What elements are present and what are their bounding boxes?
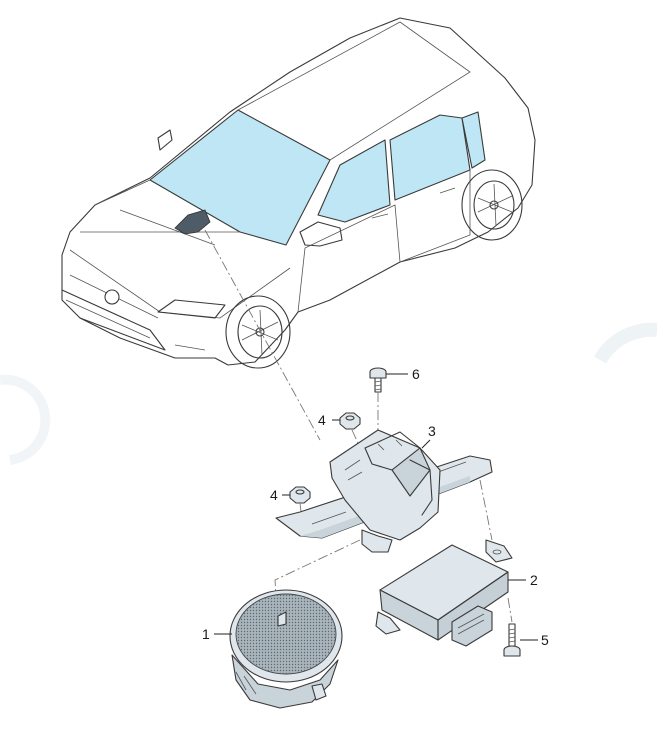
callout-3: 3 <box>428 423 436 439</box>
background-arcs <box>0 322 657 465</box>
horn-1 <box>229 589 343 709</box>
callout-5: 5 <box>541 632 549 648</box>
bolt-5 <box>503 623 521 657</box>
control-module-2 <box>375 539 513 647</box>
leader-car-to-bracket <box>204 229 321 441</box>
rear-wheel <box>461 169 523 241</box>
callout-2: 2 <box>530 572 538 588</box>
callout-4-upper: 4 <box>318 412 326 428</box>
leader-bracket-module <box>479 479 493 541</box>
location-marker <box>174 209 211 235</box>
leader-bracket-horn <box>274 539 361 626</box>
nut-4-upper <box>339 412 361 430</box>
callout-1: 1 <box>202 626 210 642</box>
nut-4-lower <box>289 486 311 504</box>
leader-module-bolt5 <box>507 597 513 623</box>
callout-6: 6 <box>412 366 420 382</box>
callout-4-lower: 4 <box>270 487 278 503</box>
callout-labels: 6 4 3 4 2 1 5 <box>202 366 549 648</box>
car-illustration <box>61 17 536 369</box>
bracket-3 <box>275 429 493 553</box>
bolt-6 <box>369 367 387 393</box>
